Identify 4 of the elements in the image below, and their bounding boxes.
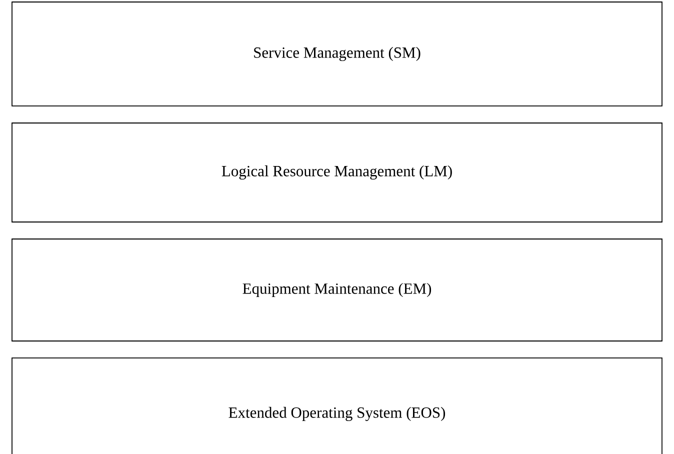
layer-box: Extended Operating System (EOS) [12,358,662,454]
layer-box: Equipment Maintenance (EM) [12,238,662,342]
layer-box: Logical Resource Management (LM) [12,122,662,222]
layer-box: Service Management (SM) [12,2,662,106]
